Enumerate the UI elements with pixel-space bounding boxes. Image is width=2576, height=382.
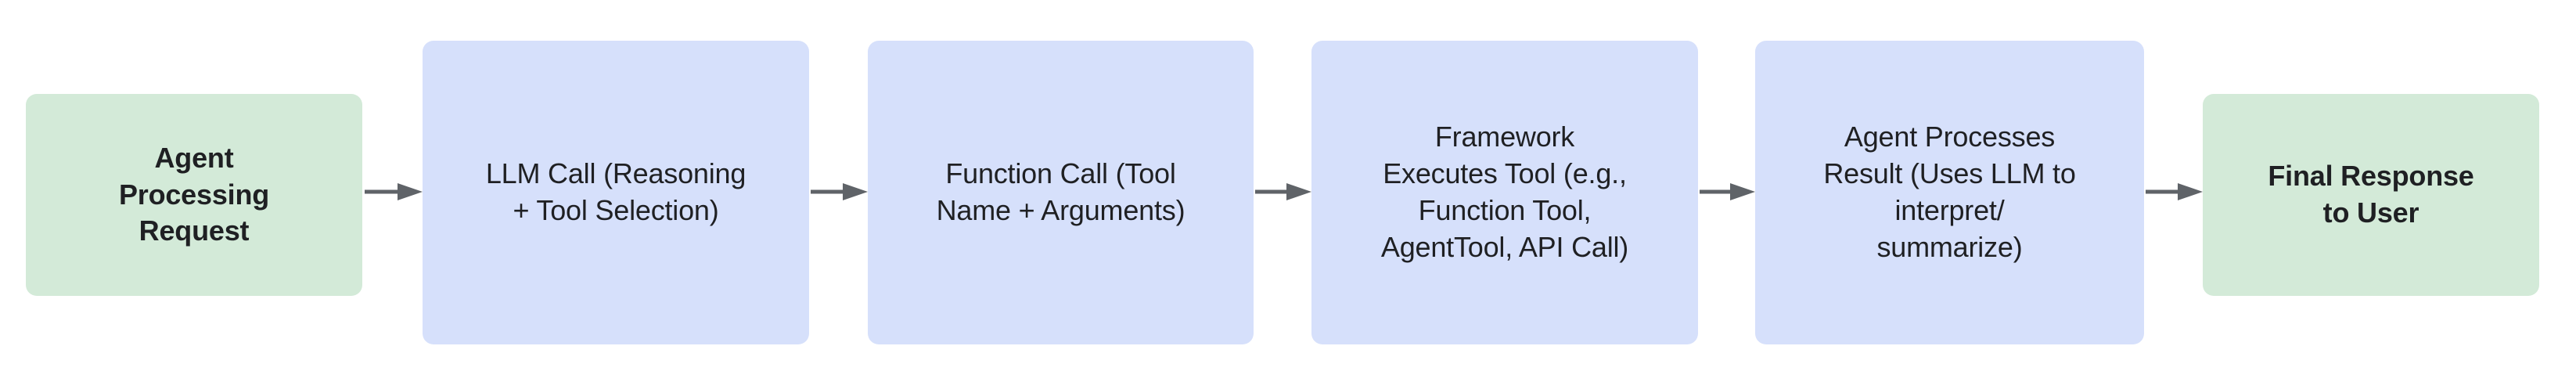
arrow-right-icon <box>1700 183 1755 200</box>
node-label: Framework Executes Tool (e.g., Function … <box>1380 121 1629 263</box>
node-framework-executes-tool[interactable]: Framework Executes Tool (e.g., Function … <box>1311 41 1698 344</box>
node-agent-processes-result[interactable]: Agent Processes Result (Uses LLM to inte… <box>1755 41 2144 344</box>
node-agent-processing-request[interactable]: Agent Processing Request <box>26 94 362 296</box>
node-label: Agent Processes Result (Uses LLM to inte… <box>1823 121 2076 263</box>
arrow-right-icon <box>365 183 423 200</box>
node-llm-call[interactable]: LLM Call (Reasoning + Tool Selection) <box>423 41 809 344</box>
node-label: LLM Call (Reasoning + Tool Selection) <box>485 157 747 226</box>
arrow-connector-2 <box>811 182 868 202</box>
arrow-right-icon <box>1255 183 1311 200</box>
arrow-connector-3 <box>1255 182 1311 202</box>
arrow-right-icon <box>2146 183 2203 200</box>
node-label: Agent Processing Request <box>118 141 270 247</box>
arrow-connector-4 <box>1700 182 1755 202</box>
node-final-response-to-user[interactable]: Final Response to User <box>2203 94 2539 296</box>
node-function-call[interactable]: Function Call (Tool Name + Arguments) <box>868 41 1254 344</box>
arrow-connector-5 <box>2146 182 2203 202</box>
node-label: Function Call (Tool Name + Arguments) <box>936 157 1185 226</box>
node-label: Final Response to User <box>2268 160 2474 229</box>
arrow-right-icon <box>811 183 868 200</box>
arrow-connector-1 <box>365 182 423 202</box>
